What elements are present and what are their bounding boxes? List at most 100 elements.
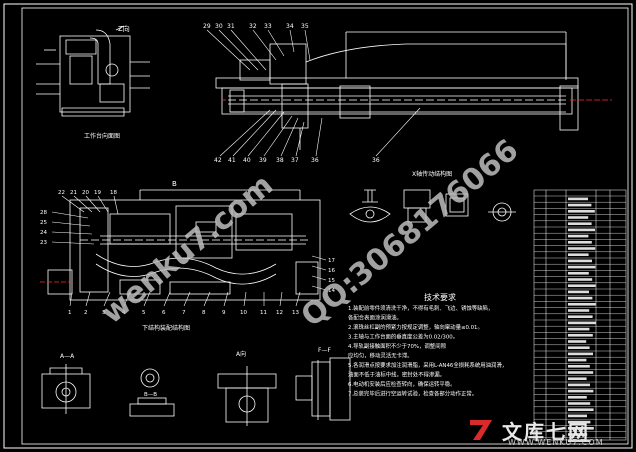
table-cell-mark	[568, 321, 596, 325]
svg-text:22: 22	[58, 190, 65, 196]
svg-text:4: 4	[122, 310, 126, 316]
svg-text:35: 35	[301, 23, 309, 30]
table-cell-mark	[568, 420, 591, 424]
tech-note-line: 应均匀，移动灵活无卡滞。	[348, 352, 413, 360]
svg-text:5: 5	[142, 310, 146, 316]
svg-text:2: 2	[84, 310, 88, 316]
tech-note-line: 1.装配前零件须清洗干净，不得有毛刺、飞边、锈蚀等缺陷，	[348, 304, 493, 312]
main-assembly	[47, 189, 321, 301]
table-cell-mark	[568, 216, 589, 219]
top-leaders	[206, 29, 421, 157]
table-cell-mark	[568, 222, 592, 225]
table-cell-mark	[568, 278, 593, 281]
tech-notes-heading: 技术要求	[424, 292, 456, 302]
svg-text:28: 28	[40, 210, 47, 216]
z-view-title: Z向	[118, 24, 130, 33]
svg-text:33: 33	[264, 23, 272, 30]
svg-text:30: 30	[215, 23, 223, 30]
svg-text:17: 17	[328, 258, 335, 264]
svg-text:42: 42	[214, 157, 222, 164]
svg-text:23: 23	[40, 240, 47, 246]
wenku7-logo: 文库七网 WWW.WENKU7.COM	[468, 416, 630, 448]
table-cell-mark	[568, 284, 596, 287]
svg-text:1: 1	[68, 310, 72, 316]
table-cell-mark	[568, 210, 595, 213]
tech-note-line: 油面不低于油标中线，密封处不得渗漏。	[348, 371, 445, 379]
view-bb	[129, 368, 175, 417]
svg-text:11: 11	[260, 310, 267, 316]
parts-list-rows	[534, 195, 626, 442]
view-a-label: A向	[236, 350, 246, 358]
svg-text:7: 7	[182, 310, 186, 316]
svg-text:21: 21	[70, 190, 77, 196]
outer-frame	[3, 3, 633, 449]
z-section-view	[36, 25, 150, 117]
section-b-label: B	[172, 180, 177, 188]
svg-text:37: 37	[291, 157, 299, 164]
table-cell-mark	[568, 383, 590, 387]
watermark-qq: QQ:3068176066	[295, 133, 526, 334]
table-cell-mark	[568, 439, 591, 442]
left-leaders	[51, 195, 327, 307]
inner-frame	[21, 7, 629, 445]
table-cell-mark	[568, 247, 596, 250]
table-cell-mark	[568, 253, 589, 256]
svg-text:13: 13	[292, 310, 299, 316]
svg-text:36: 36	[311, 157, 319, 164]
svg-text:14: 14	[328, 288, 335, 294]
svg-text:9: 9	[222, 310, 226, 316]
svg-text:29: 29	[203, 23, 211, 30]
table-cell-mark	[568, 290, 589, 294]
table-cell-mark	[568, 241, 592, 244]
table-cell-mark	[568, 365, 590, 368]
table-cell-mark	[568, 203, 592, 207]
svg-text:12: 12	[276, 310, 283, 316]
top-callouts: 29 30 31 32 33 34 35 42 41 40 39 38 37 3…	[203, 23, 380, 164]
svg-text:41: 41	[228, 157, 236, 164]
svg-text:24: 24	[40, 230, 47, 236]
svg-text:25: 25	[40, 220, 47, 226]
table-cell-mark	[568, 327, 590, 331]
x-drive-label: X轴传动结构图	[412, 170, 452, 178]
svg-text:18: 18	[110, 190, 117, 196]
worktable-view-label: 工作台向面图	[84, 132, 120, 140]
tech-note-line: 6.电动机安装后应检查转向，确保运转平稳。	[348, 380, 456, 388]
table-cell-mark	[568, 228, 595, 232]
table-cell-mark	[568, 402, 591, 405]
table-cell-mark	[568, 340, 587, 343]
tech-note-line: 5.各润滑点按要求加注润滑脂，采用L-AN46全损耗系统用油润滑，	[348, 361, 507, 369]
seven-logo-icon	[470, 420, 492, 440]
table-cell-mark	[568, 371, 594, 374]
table-cell-mark	[568, 272, 589, 275]
table-cell-mark	[568, 358, 587, 362]
table-cell-mark	[568, 296, 593, 300]
svg-text:10: 10	[240, 310, 247, 316]
table-cell-mark	[568, 433, 588, 436]
svg-text:15: 15	[328, 278, 335, 284]
x-drive-assembly	[215, 31, 579, 150]
svg-text:36: 36	[372, 157, 380, 164]
table-cell-mark	[568, 234, 589, 238]
table-cell-mark	[568, 334, 593, 337]
svg-text:6: 6	[162, 310, 166, 316]
upper-assembly-label: 下结构装配结构图	[142, 324, 190, 332]
table-cell-mark	[568, 315, 593, 318]
table-cell-mark	[568, 377, 587, 380]
tech-note-line: 各配合表面涂润滑油。	[348, 314, 402, 322]
left-callouts: 28 25 24 23 22 21 20 19 18 1 2 3 4 5 6 7…	[40, 190, 335, 316]
watermark-site: wenku7.com	[95, 168, 280, 332]
svg-text:20: 20	[82, 190, 89, 196]
svg-text:40: 40	[243, 157, 251, 164]
table-cell-mark	[568, 352, 593, 356]
parts-list-table	[533, 189, 627, 441]
view-bb-label: B—B	[144, 392, 157, 398]
logo-url: WWW.WENKU7.COM	[508, 438, 604, 447]
table-cell-mark	[568, 259, 592, 263]
part-details	[349, 189, 516, 223]
svg-text:32: 32	[249, 23, 257, 30]
tech-note-line: 2.滚珠丝杠副的预紧力按规定调整，轴向窜动量≤0.01。	[348, 323, 483, 331]
svg-text:34: 34	[286, 23, 294, 30]
table-cell-mark	[568, 389, 594, 393]
svg-text:16: 16	[328, 268, 335, 274]
tech-note-line: 3.主轴与工作台面的垂直度公差为0.02/300。	[348, 333, 458, 341]
